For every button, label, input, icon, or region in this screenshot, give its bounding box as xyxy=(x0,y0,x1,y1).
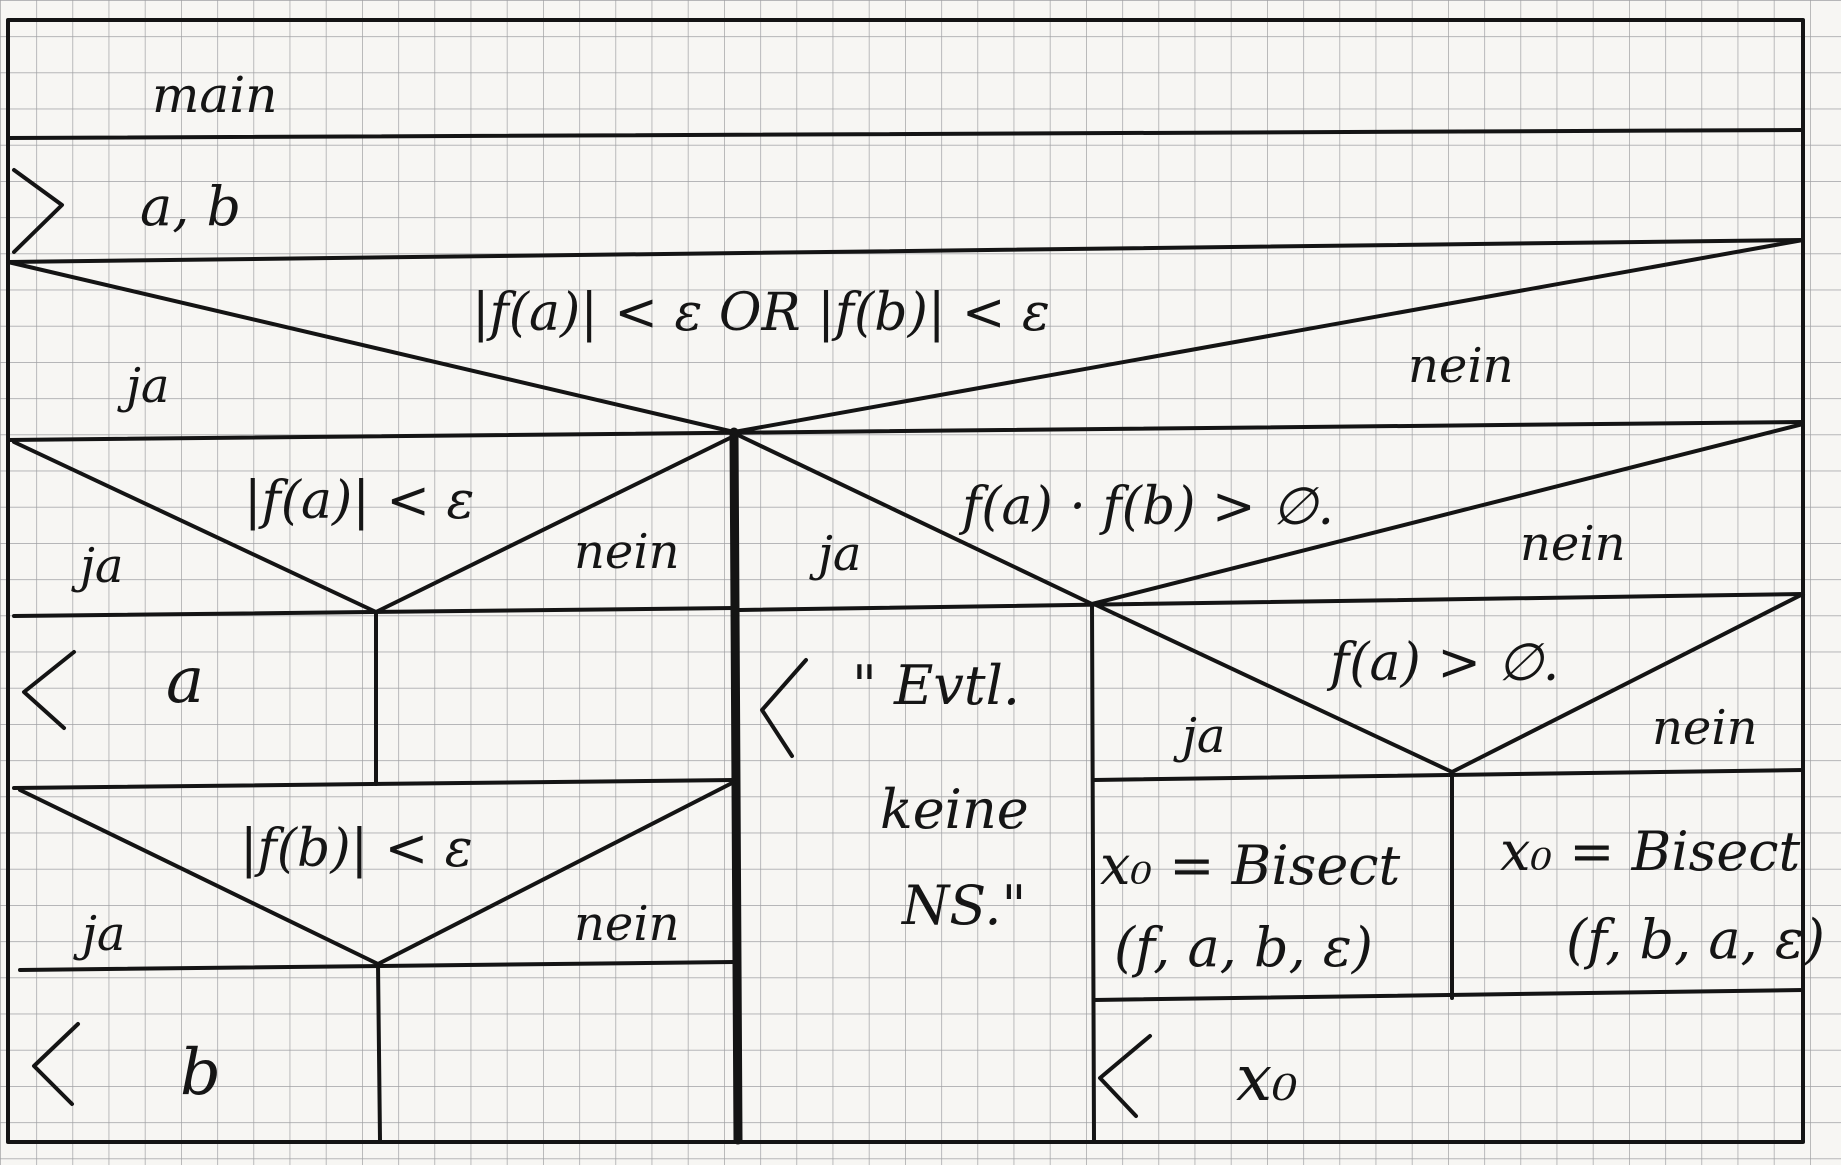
branch-divider xyxy=(729,427,743,1145)
assign-left-line-2: (f, a, b, ε) xyxy=(1114,916,1373,979)
decision-fa-right-diagonal xyxy=(374,434,736,614)
title-main: main xyxy=(152,66,277,124)
decision-product-left-diagonal xyxy=(738,434,1094,606)
decision-fb-yes-label: ja xyxy=(73,906,126,962)
decision-fa-pos-separator xyxy=(1092,768,1805,782)
return-x0-value: x₀ xyxy=(1236,1042,1298,1116)
decision-product-yes-label: ja xyxy=(809,526,862,582)
decision-outer-yes-label: ja xyxy=(117,358,170,414)
decision-product-no-label: nein xyxy=(1520,516,1626,572)
decision-fb-condition: |f(b)| < ε xyxy=(240,819,473,879)
assign-separator xyxy=(1092,988,1805,1002)
decision-product-vertical xyxy=(1090,602,1096,1142)
decision-product-separator xyxy=(738,592,1805,612)
decision-fa-pos-no-label: nein xyxy=(1652,700,1758,756)
input-separator xyxy=(6,238,1805,264)
diagram-frame xyxy=(6,18,1805,1144)
decision-outer-right-diagonal xyxy=(732,238,1805,434)
input-chevron-icon xyxy=(12,168,64,254)
decision-fb-no-label: nein xyxy=(574,896,680,952)
input-values: a, b xyxy=(140,175,241,238)
return-a-separator xyxy=(12,778,736,790)
message-chevron-icon xyxy=(760,658,808,758)
return-a-chevron-icon xyxy=(22,650,76,730)
decision-fa-pos-yes-label: ja xyxy=(1173,708,1226,764)
decision-fa-left-diagonal xyxy=(12,440,378,614)
message-line-3: NS." xyxy=(900,874,1026,937)
decision-fa-pos-condition: f(a) > ∅. xyxy=(1326,633,1559,693)
assign-right-line-1: x₀ = Bisect xyxy=(1500,820,1801,883)
decision-outer-no-label: nein xyxy=(1408,338,1514,394)
message-line-2: keine xyxy=(880,778,1029,841)
decision-product-right-diagonal xyxy=(1090,422,1805,606)
decision-fb-left-diagonal xyxy=(18,788,380,966)
decision-fa-pos-left-diagonal xyxy=(1092,602,1454,774)
return-a-value: a xyxy=(166,644,204,718)
title-separator xyxy=(6,128,1805,140)
assign-left-line-1: x₀ = Bisect xyxy=(1100,834,1401,897)
decision-outer-condition: |f(a)| < ε OR |f(b)| < ε xyxy=(472,283,1050,343)
decision-fa-no-label: nein xyxy=(574,524,680,580)
return-x0-chevron-icon xyxy=(1098,1034,1152,1118)
decision-fb-right-diagonal xyxy=(376,780,736,966)
return-b-chevron-icon xyxy=(32,1022,80,1106)
decision-fa-condition: |f(a)| < ε xyxy=(244,471,474,531)
assign-right-line-2: (f, b, a, ε) xyxy=(1566,908,1825,971)
return-b-value: b xyxy=(180,1036,221,1110)
decision-outer-left-diagonal xyxy=(6,260,736,434)
decision-outer-separator xyxy=(6,420,1805,442)
decision-fb-vertical xyxy=(376,962,382,1142)
message-line-1: " Evtl. xyxy=(852,654,1020,717)
decision-product-condition: f(a) · f(b) > ∅. xyxy=(958,477,1334,537)
decision-fa-pos-right-diagonal xyxy=(1450,592,1805,774)
decision-fa-yes-label: ja xyxy=(71,538,124,594)
